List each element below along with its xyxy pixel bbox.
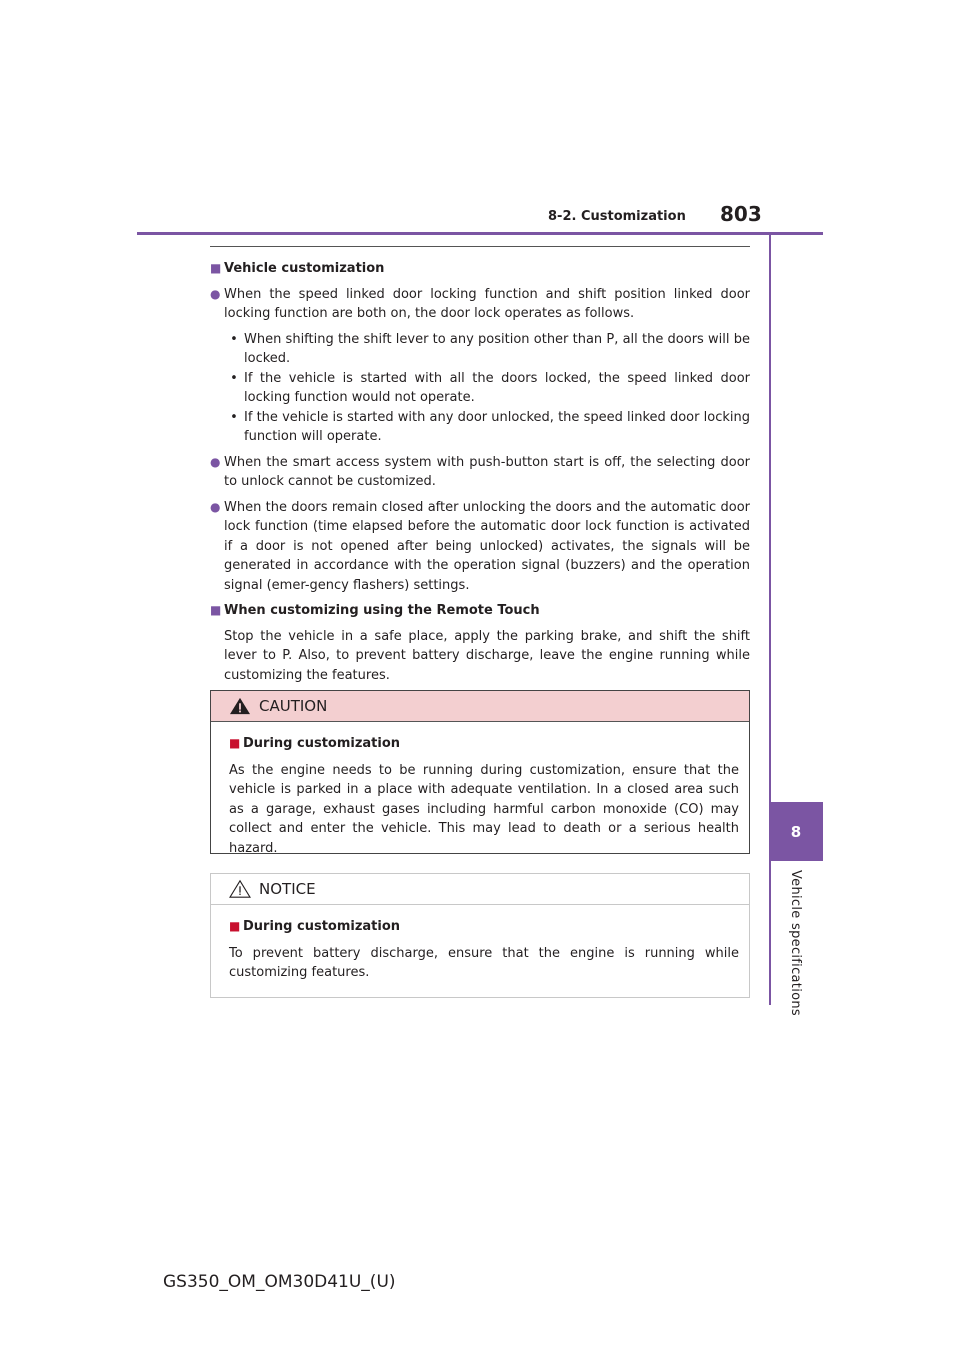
- circle-bullet-icon: ●: [210, 499, 221, 514]
- notice-title: NOTICE: [259, 880, 316, 898]
- section-title: 8-2. Customization: [548, 209, 686, 224]
- list-item: ● When the doors remain closed after unl…: [210, 498, 750, 596]
- square-bullet-icon: ■: [229, 919, 241, 933]
- caution-heading: ■ During customization: [229, 734, 739, 754]
- content-divider: [210, 246, 750, 247]
- sub-list-item: • When shifting the shift lever to any p…: [224, 330, 750, 369]
- main-content: ■ Vehicle customization ● When the speed…: [210, 259, 750, 693]
- document-code: GS350_OM_OM30D41U_(U): [163, 1272, 396, 1292]
- notice-heading: ■ During customization: [229, 917, 739, 937]
- square-bullet-icon: ■: [210, 261, 222, 275]
- warning-triangle-outline-icon: [229, 879, 251, 898]
- caution-text: As the engine needs to be running during…: [229, 762, 739, 856]
- dot-bullet-icon: •: [230, 331, 238, 347]
- remote-touch-heading: ■ When customizing using the Remote Touc…: [210, 601, 750, 621]
- sub-list-item: • If the vehicle is started with any doo…: [224, 408, 750, 447]
- caution-box: CAUTION ■ During customization As the en…: [210, 690, 750, 856]
- notice-text: To prevent battery discharge, ensure tha…: [229, 945, 739, 981]
- list-item-text: When the speed linked door locking funct…: [224, 286, 750, 322]
- notice-box: NOTICE ■ During customization To prevent…: [210, 873, 750, 998]
- chapter-tab: 8: [769, 802, 823, 861]
- chapter-number: 8: [790, 822, 802, 841]
- dot-bullet-icon: •: [230, 409, 238, 425]
- page-number: 803: [720, 202, 762, 226]
- sub-list-item-text: If the vehicle is started with any door …: [244, 409, 750, 445]
- list-item-text: When the smart access system with push-b…: [224, 454, 750, 490]
- sub-list-item-text: If the vehicle is started with all the d…: [244, 370, 750, 406]
- heading-text: During customization: [243, 919, 401, 934]
- notice-body: ■ During customization To prevent batter…: [211, 905, 749, 983]
- list-item: ● When the speed linked door locking fun…: [210, 285, 750, 324]
- caution-body: ■ During customization As the engine nee…: [211, 722, 749, 858]
- remote-touch-text: Stop the vehicle in a safe place, apply …: [224, 628, 750, 683]
- chapter-label: Vehicle specifications: [788, 870, 803, 1016]
- caution-title: CAUTION: [259, 697, 328, 715]
- dot-bullet-icon: •: [230, 370, 238, 386]
- vehicle-customization-heading: ■ Vehicle customization: [210, 259, 750, 279]
- notice-header: NOTICE: [211, 874, 749, 905]
- sub-list-item-text: When shifting the shift lever to any pos…: [244, 331, 750, 367]
- side-divider: [769, 235, 771, 1005]
- circle-bullet-icon: ●: [210, 454, 221, 469]
- square-bullet-icon: ■: [229, 736, 241, 750]
- header-divider: [137, 232, 823, 235]
- warning-triangle-icon: [230, 697, 250, 715]
- circle-bullet-icon: ●: [210, 286, 221, 301]
- sub-list-item: • If the vehicle is started with all the…: [224, 369, 750, 408]
- list-item: ● When the smart access system with push…: [210, 453, 750, 492]
- square-bullet-icon: ■: [210, 603, 222, 617]
- heading-text: Vehicle customization: [224, 261, 385, 276]
- list-item-text: When the doors remain closed after unloc…: [224, 499, 750, 593]
- caution-header: CAUTION: [211, 691, 749, 722]
- heading-text: When customizing using the Remote Touch: [224, 603, 540, 618]
- heading-text: During customization: [243, 736, 401, 751]
